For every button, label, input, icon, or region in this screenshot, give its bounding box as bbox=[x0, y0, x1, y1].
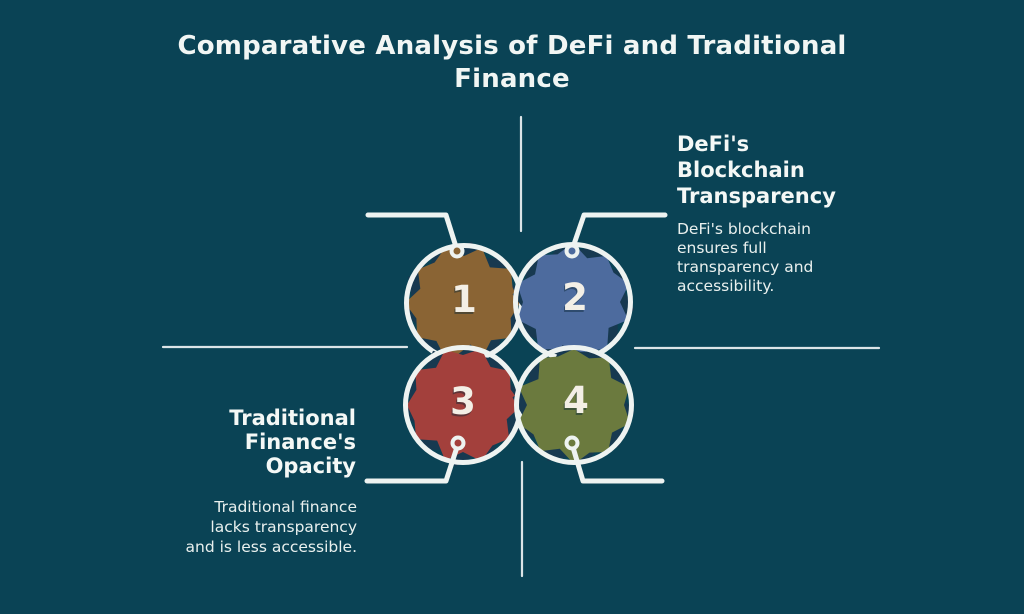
circle-2-number: 2 bbox=[562, 276, 588, 319]
connector-dot-circle-1 bbox=[449, 243, 465, 259]
connector-dot-circle-2 bbox=[564, 243, 580, 259]
connector-circle-4 bbox=[569, 441, 665, 484]
circle-4-outline bbox=[514, 345, 634, 465]
connector-dot-circle-4 bbox=[564, 435, 580, 451]
connector-circle-3 bbox=[364, 441, 461, 484]
callout-traditional-body: Traditional finance lacks transparency a… bbox=[185, 498, 357, 556]
connector-circle-1 bbox=[365, 212, 460, 253]
page-title: Comparative Analysis of DeFi and Traditi… bbox=[177, 31, 847, 94]
connector-dot-circle-3 bbox=[450, 435, 466, 451]
callout-defi-heading: DeFi's Blockchain Transparency bbox=[677, 132, 836, 208]
callout-traditional-heading: Traditional Finance's Opacity bbox=[229, 406, 356, 478]
circle-4-number: 4 bbox=[563, 379, 589, 422]
circle-4 bbox=[494, 326, 653, 487]
crosshair-lines bbox=[161, 115, 881, 578]
connectors bbox=[364, 212, 668, 484]
circle-3-number: 3 bbox=[450, 380, 476, 423]
connector-circle-2 bbox=[569, 212, 668, 253]
callout-defi-body: DeFi's blockchain ensures full transpare… bbox=[677, 220, 814, 295]
circle-1-number: 1 bbox=[451, 278, 477, 321]
